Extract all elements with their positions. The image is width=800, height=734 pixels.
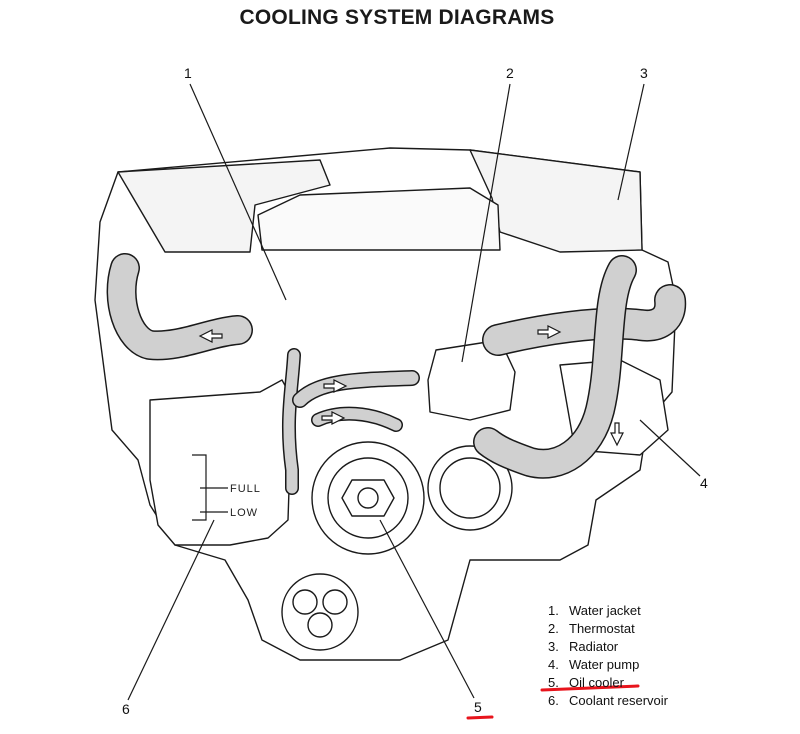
reservoir-full-label: FULL <box>230 483 261 495</box>
leader-line-1 <box>189 83 287 301</box>
legend: 1.Water jacket 2.Thermostat 3.Radiator 4… <box>548 602 668 710</box>
leader-line-2 <box>461 83 511 363</box>
callout-1: 1 <box>184 65 192 81</box>
leader-line-4 <box>639 419 701 477</box>
legend-item: 5.Oil cooler <box>548 675 624 690</box>
intake-plenum <box>257 187 501 251</box>
flow-arrow-down <box>610 422 624 447</box>
flow-arrow-left <box>198 329 223 343</box>
reservoir-low-label: LOW <box>230 507 258 519</box>
legend-item: 6.Coolant reservoir <box>548 693 668 708</box>
coolant-reservoir <box>149 379 293 546</box>
leader-line-6 <box>127 519 215 701</box>
leader-line-3 <box>617 83 645 201</box>
callout-4: 4 <box>700 475 708 491</box>
callout-6: 6 <box>122 701 130 717</box>
highlight-underline-callout <box>466 715 494 720</box>
diagram-title: COOLING SYSTEM DIAGRAMS <box>239 6 555 29</box>
callout-5: 5 <box>474 699 482 715</box>
radiator-panel <box>117 159 331 253</box>
legend-item: 4.Water pump <box>548 657 640 672</box>
callout-2: 2 <box>506 65 514 81</box>
flow-arrow-right <box>537 325 562 339</box>
highlight-marks <box>466 684 640 720</box>
callout-3: 3 <box>640 65 648 81</box>
legend-item: 2.Thermostat <box>548 621 635 636</box>
legend-item: 1.Water jacket <box>548 603 641 618</box>
flow-arrow-bypass <box>323 379 348 393</box>
leader-line-5 <box>379 519 475 699</box>
highlight-underline-legend <box>540 684 640 692</box>
crank-pulley <box>281 573 359 651</box>
legend-item: 3.Radiator <box>548 639 619 654</box>
